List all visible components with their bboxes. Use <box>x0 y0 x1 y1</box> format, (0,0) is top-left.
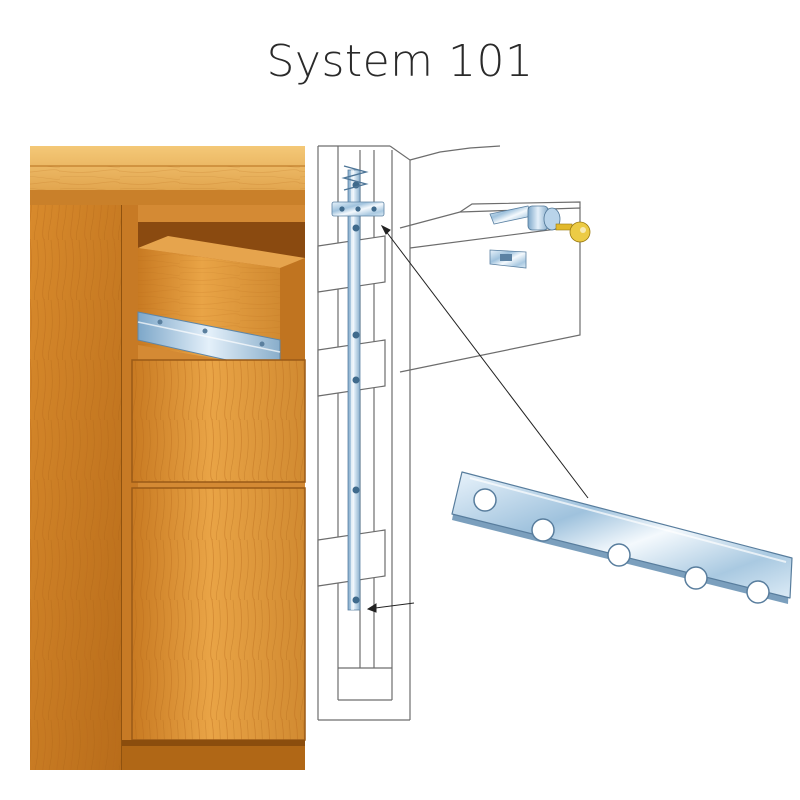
strap-hole <box>684 566 708 590</box>
strap-hole <box>746 580 770 604</box>
callout-leader-lines <box>366 224 589 613</box>
strike-plate <box>489 249 527 269</box>
drawer-lock-cylinder <box>489 205 561 231</box>
strap-hole <box>473 488 497 512</box>
vertical-locking-bar <box>331 165 385 611</box>
strap-hole <box>531 518 555 542</box>
locking-strap-detail <box>451 471 793 604</box>
page-title: System 101 <box>266 36 534 87</box>
key-icon <box>555 221 591 243</box>
strap-hole <box>607 543 631 567</box>
wood-cabinet <box>30 146 306 770</box>
